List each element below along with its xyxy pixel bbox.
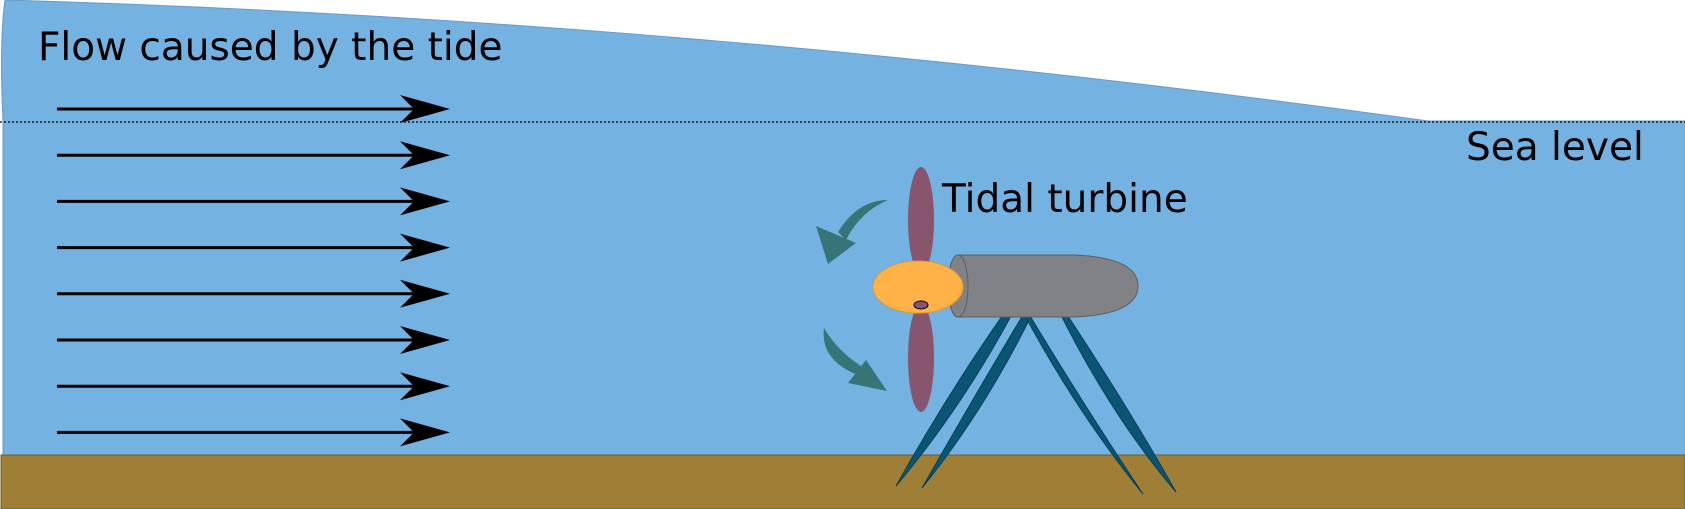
support-leg (921, 309, 1033, 489)
flow-label: Flow caused by the tide (38, 25, 502, 70)
flow-arrows (57, 95, 450, 447)
turbine-support (895, 304, 1177, 495)
rotation-arrow-lower (823, 328, 887, 391)
turbine-hub (872, 260, 964, 314)
support-leg (1021, 309, 1144, 495)
turbine-nacelle (947, 254, 1139, 318)
flow-arrow (57, 187, 450, 216)
turbine-blade (908, 304, 934, 412)
turbine-blade (908, 167, 934, 273)
flow-arrow (57, 326, 450, 354)
flow-arrow (57, 418, 450, 447)
flow-arrow (57, 141, 450, 170)
support-leg (1055, 304, 1177, 493)
turbine-label: Tidal turbine (941, 177, 1188, 222)
flow-arrow (57, 233, 450, 262)
flow-arrow (57, 372, 450, 401)
flow-arrow (57, 279, 450, 308)
rotation-arrows (816, 200, 888, 391)
rotation-arrow-upper (816, 200, 888, 264)
flow-arrow (57, 95, 450, 123)
blade-joint (913, 300, 929, 310)
sea-level-label: Sea level (1466, 125, 1644, 170)
seabed (0, 454, 1685, 509)
support-leg (895, 311, 1012, 487)
